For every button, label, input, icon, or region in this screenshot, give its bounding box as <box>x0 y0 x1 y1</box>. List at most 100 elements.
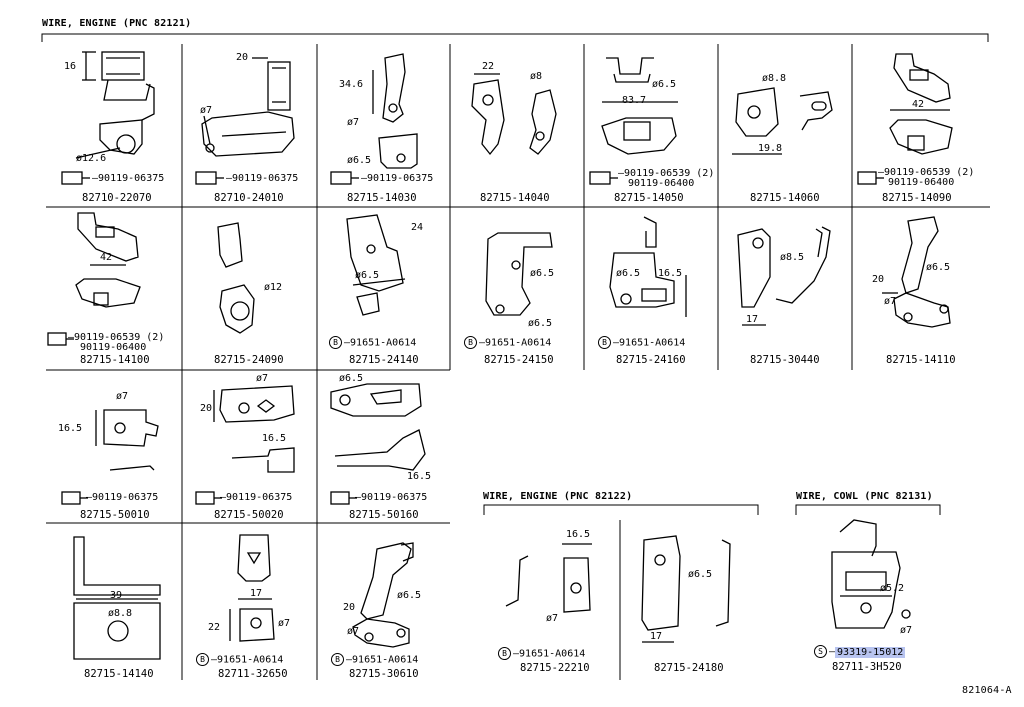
dim-label: ø7 <box>884 296 897 307</box>
bolt-number[interactable]: B—91651-A0614 <box>331 653 418 666</box>
dim-label: 16.5 <box>566 529 591 540</box>
part-number[interactable]: 82715-24180 <box>654 662 724 674</box>
part-number[interactable]: 82715-50020 <box>214 509 284 521</box>
part-cell-82711-3H520[interactable]: ø5.2 ø7 S—93319-15012 82711-3H520 <box>796 512 944 683</box>
bolt-number[interactable]: —90119-06375 <box>220 492 293 503</box>
part-cell-82715-24150[interactable]: ø6.5 ø6.5 B—91651-A0614 82715-24150 <box>450 207 584 370</box>
part-number[interactable]: 82711-32650 <box>218 668 288 680</box>
part-number[interactable]: 82715-24160 <box>616 354 686 366</box>
dim-label: ø7 <box>278 618 291 629</box>
dim-label: ø6.5 <box>347 155 372 166</box>
part-cell-82715-30610[interactable]: 20 ø6.5 ø7 B—91651-A0614 82715-30610 <box>317 523 450 683</box>
bolt-number-2[interactable]: 90119-06400 <box>628 178 695 189</box>
part-cell-82715-14030[interactable]: 34.6 ø7 ø6.5 —90119-06375 82715-14030 <box>317 44 450 207</box>
part-cell-82715-50020[interactable]: ø7 20 16.5 —90119-06375 82715-50020 <box>182 370 317 523</box>
bolt-number[interactable]: B—91651-A0614 <box>329 336 416 349</box>
part-cell-82715-50010[interactable]: ø7 16.5 —90119-06375 82715-50010 <box>46 370 182 523</box>
bracket-drawing <box>73 536 161 660</box>
bolt-number-2[interactable]: 90119-06400 <box>888 177 955 188</box>
bolt-number[interactable]: —90119-06375 <box>226 173 299 184</box>
part-number[interactable]: 82715-22210 <box>520 662 590 674</box>
dim-label: 16.5 <box>407 471 432 482</box>
part-cell-82715-14090[interactable]: 42 —90119-06539 (2) 90119-06400 82715-14… <box>852 44 990 207</box>
dim-label: 34.6 <box>339 79 364 90</box>
part-cell-82715-14100[interactable]: 42 —90119-06539 (2) 90119-06400 82715-14… <box>46 207 182 370</box>
bracket-drawing <box>47 212 141 346</box>
part-number[interactable]: 82715-14140 <box>84 668 154 680</box>
bracket-drawing <box>471 73 557 156</box>
dim-label: ø8 <box>530 71 543 82</box>
part-number[interactable]: 82715-50160 <box>349 509 419 521</box>
bracket-drawing <box>857 53 953 185</box>
part-number[interactable]: 82715-14090 <box>882 192 952 204</box>
part-number[interactable]: 82711-3H520 <box>832 661 902 673</box>
part-number[interactable]: 82715-14050 <box>614 192 684 204</box>
part-number[interactable]: 82715-14040 <box>480 192 550 204</box>
part-cell-82715-24090[interactable]: ø12 82715-24090 <box>182 207 317 370</box>
dim-label: ø12.6 <box>76 153 107 164</box>
dim-label: ø7 <box>347 626 360 637</box>
bracket-drawing <box>882 216 951 328</box>
dim-label: ø6.5 <box>397 590 422 601</box>
bolt-number[interactable]: —90119-06539 (2) <box>618 168 715 179</box>
part-cell-82715-24160[interactable]: ø6.5 16.5 B—91651-A0614 82715-24160 <box>584 207 718 370</box>
bolt-number-highlighted[interactable]: S—93319-15012 <box>814 645 906 658</box>
part-cell-82715-14140[interactable]: 39 ø8.8 82715-14140 <box>46 523 182 683</box>
bolt-number[interactable]: B—91651-A0614 <box>196 653 283 666</box>
dim-label: 17 <box>746 314 759 325</box>
dim-label: 16.5 <box>262 433 287 444</box>
bolt-number[interactable]: B—91651-A0614 <box>498 647 585 660</box>
dim-label: ø6.5 <box>355 270 380 281</box>
dim-label: ø7 <box>200 105 213 116</box>
bolt-number[interactable]: —90119-06375 <box>92 173 165 184</box>
dim-label: 83.7 <box>622 95 647 106</box>
part-number[interactable]: 82715-24150 <box>484 354 554 366</box>
part-number[interactable]: 82715-30610 <box>349 668 419 680</box>
part-cell-82711-32650[interactable]: 17 22 ø7 B—91651-A0614 82711-32650 <box>182 523 317 683</box>
part-number[interactable]: 82715-14100 <box>80 354 150 366</box>
part-cell-82715-24140[interactable]: 24 ø6.5 B—91651-A0614 82715-24140 <box>317 207 450 370</box>
part-cell-82715-14040[interactable]: 22 ø8 82715-14040 <box>450 44 584 207</box>
part-number[interactable]: 82715-50010 <box>80 509 150 521</box>
part-number[interactable]: 82710-24010 <box>214 192 284 204</box>
bracket-drawing <box>737 226 831 326</box>
dim-label: 16 <box>64 61 77 72</box>
part-cell-82715-50160[interactable]: ø6.5 16.5 —90119-06375 82715-50160 <box>317 370 450 523</box>
bolt-number[interactable]: —90119-06539 (2) <box>68 332 165 343</box>
part-number[interactable]: 82715-14060 <box>750 192 820 204</box>
clip-drawing <box>831 519 911 629</box>
bracket-drawing <box>732 87 833 155</box>
bolt-number[interactable]: —90119-06375 <box>86 492 159 503</box>
clip-drawing <box>229 534 275 642</box>
part-cell-82715-30440[interactable]: ø8.5 17 82715-30440 <box>718 207 852 370</box>
dim-label: ø7 <box>256 373 269 384</box>
bracket-drawing <box>609 216 687 317</box>
part-cell-82715-24180[interactable]: ø6.5 17 82715-24180 <box>620 520 758 683</box>
dim-label: 42 <box>100 252 113 263</box>
clip-drawing <box>195 57 295 185</box>
part-number[interactable]: 82715-24090 <box>214 354 284 366</box>
part-number[interactable]: 82715-24140 <box>349 354 419 366</box>
part-cell-82715-14050[interactable]: ø6.5 83.7 —90119-06539 (2) 90119-06400 8… <box>584 44 718 207</box>
part-cell-82715-14110[interactable]: 20 ø6.5 ø7 82715-14110 <box>852 207 990 370</box>
bolt-number-2[interactable]: 90119-06400 <box>80 342 147 353</box>
part-cell-82715-14060[interactable]: ø8.8 19.8 82715-14060 <box>718 44 852 207</box>
dim-label: ø7 <box>116 391 129 402</box>
dim-label: ø6.5 <box>616 268 641 279</box>
plate-drawing <box>61 409 159 505</box>
part-number[interactable]: 82715-14110 <box>886 354 956 366</box>
part-cell-82710-22070[interactable]: 16 ø12.6 —90119-06375 82710-22070 <box>46 44 182 207</box>
bracket-drawing <box>217 222 255 334</box>
bolt-number[interactable]: B—91651-A0614 <box>598 336 685 349</box>
part-cell-82710-24010[interactable]: 20 ø7 —90119-06375 82710-24010 <box>182 44 317 207</box>
bolt-number[interactable]: —90119-06375 <box>361 173 434 184</box>
bolt-number[interactable]: —90119-06539 (2) <box>878 167 975 178</box>
bolt-number[interactable]: B—91651-A0614 <box>464 336 551 349</box>
part-number[interactable]: 82715-30440 <box>750 354 820 366</box>
part-number[interactable]: 82715-14030 <box>347 192 417 204</box>
part-number[interactable]: 82710-22070 <box>82 192 152 204</box>
part-cell-82715-22210[interactable]: 16.5 ø7 B—91651-A0614 82715-22210 <box>484 520 620 683</box>
dim-label: 16.5 <box>658 268 683 279</box>
main-header: WIRE, ENGINE (PNC 82121) <box>42 18 192 29</box>
bolt-number[interactable]: —90119-06375 <box>355 492 428 503</box>
